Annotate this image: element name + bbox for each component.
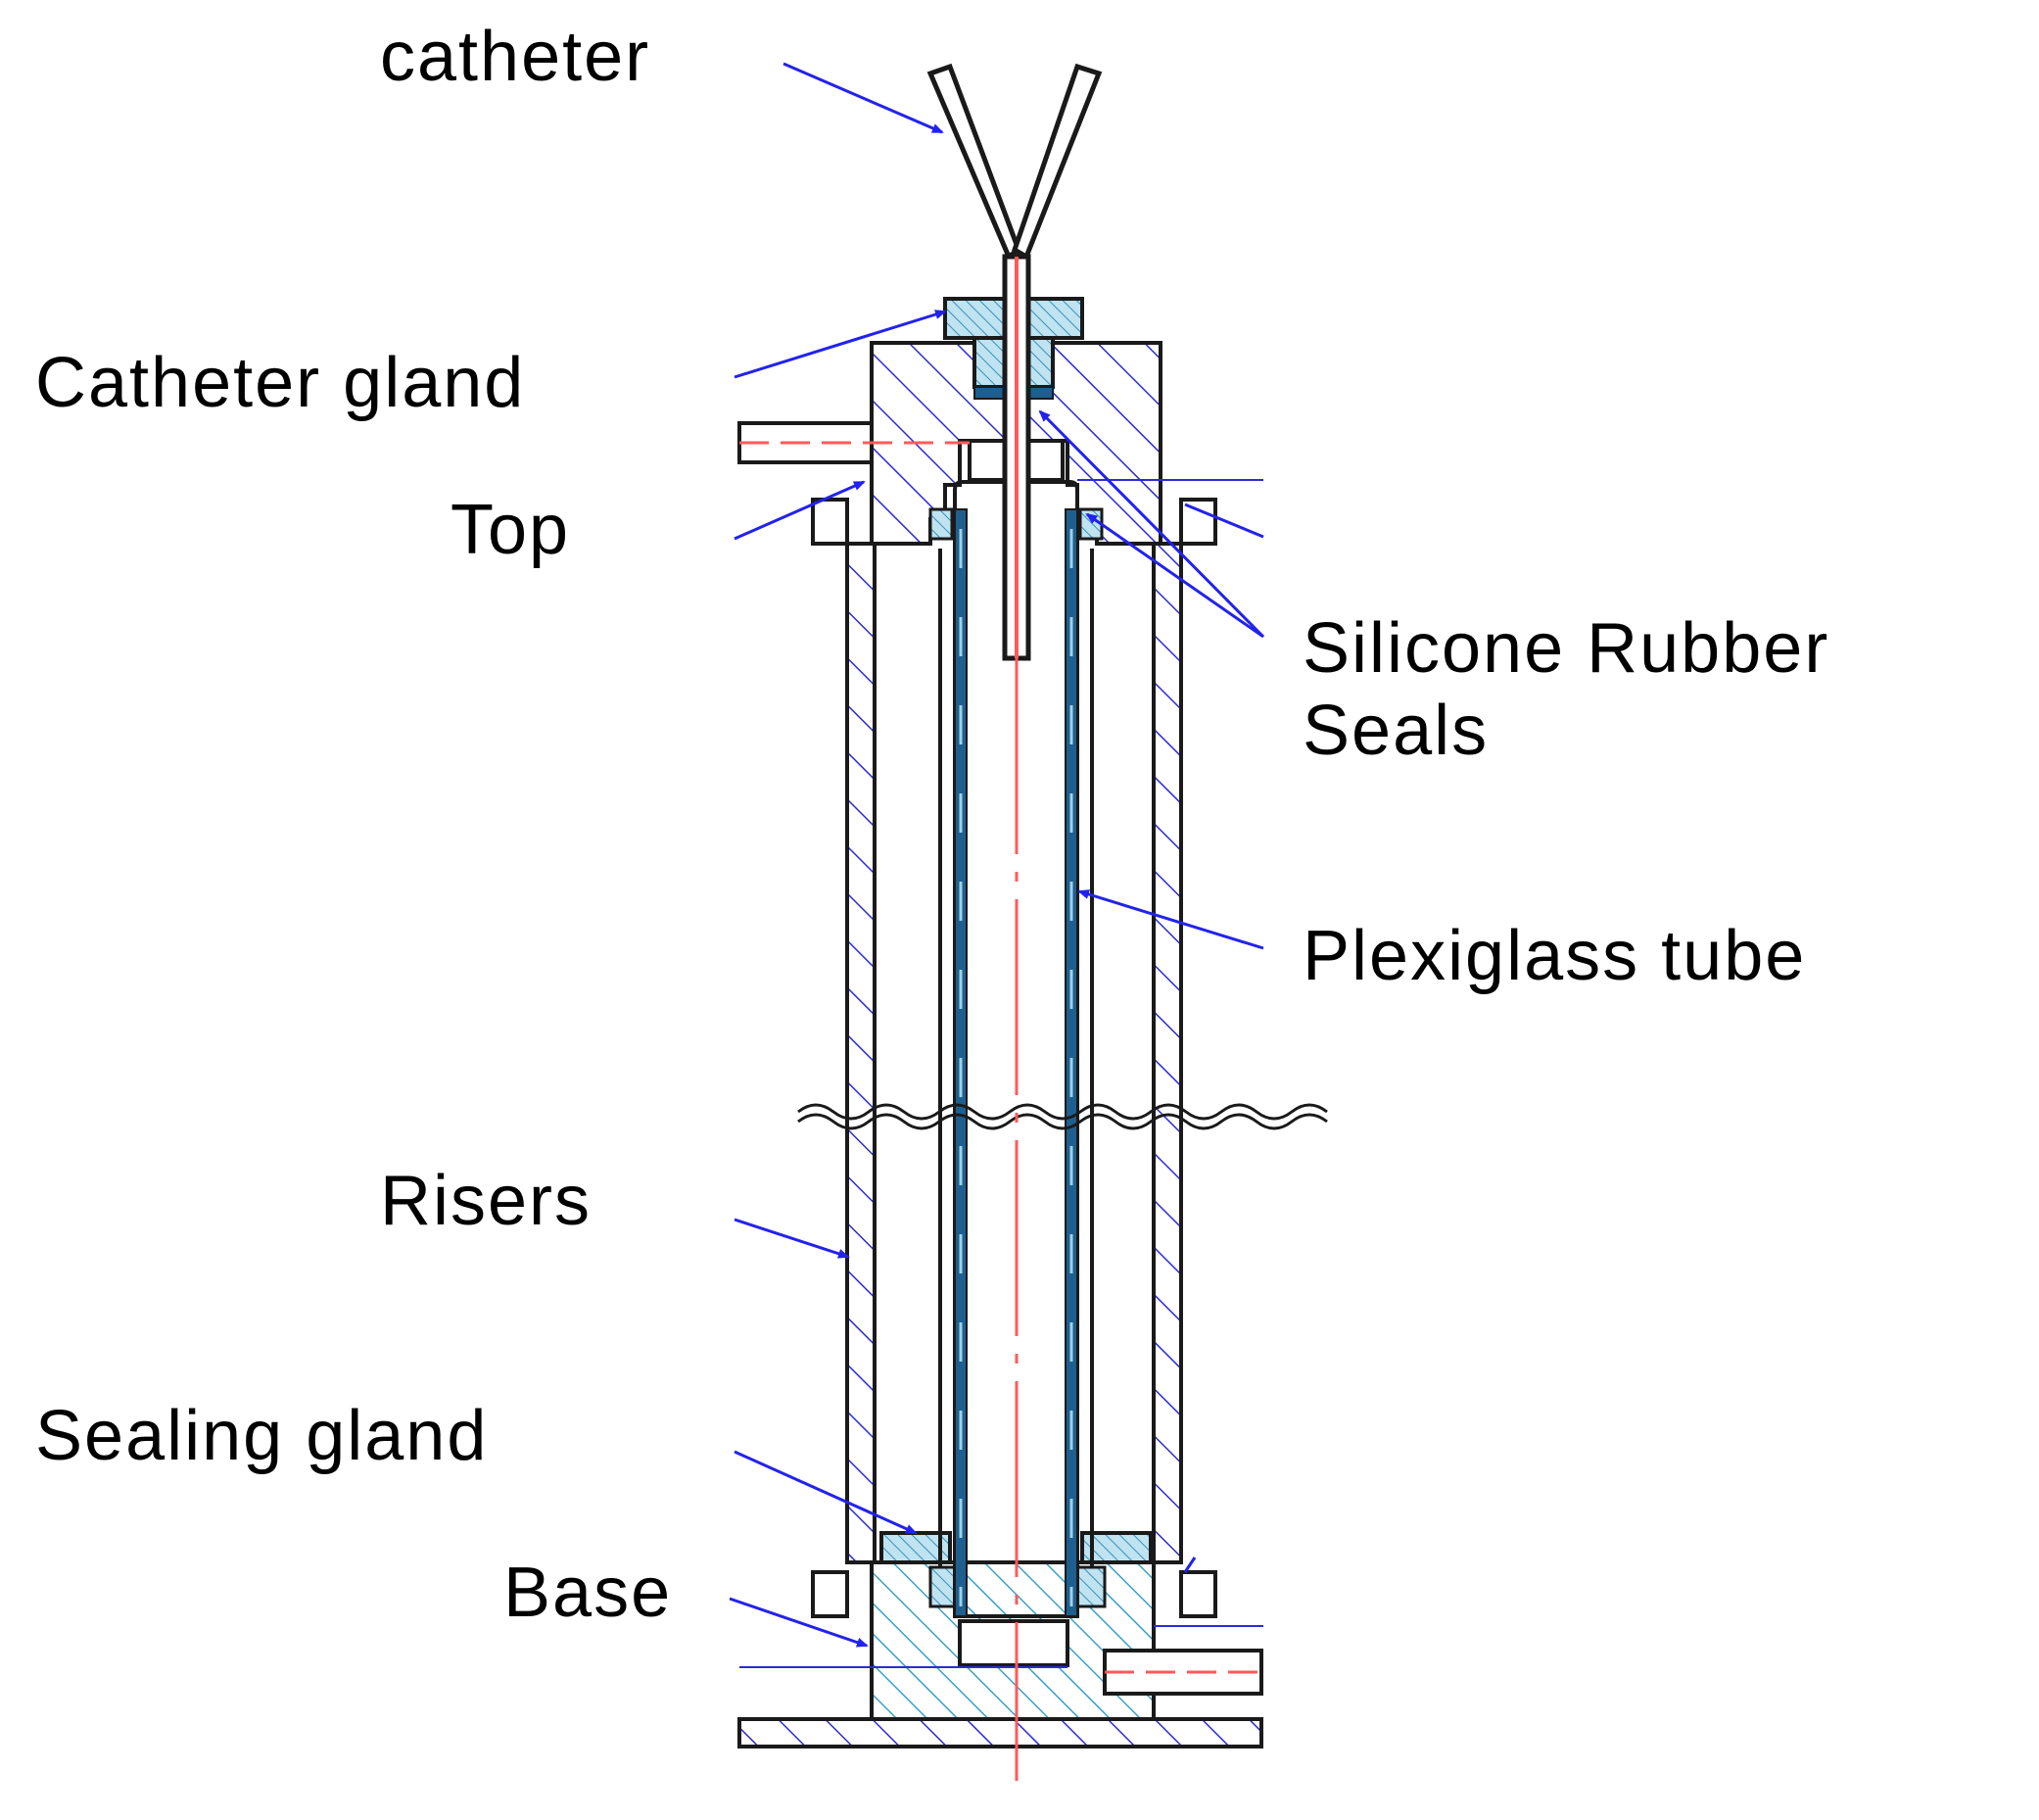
label-silicone-rubber-seals: Silicone Rubber Seals: [1303, 609, 1830, 771]
label-plexiglass-tube: Plexiglass tube: [1303, 917, 1807, 995]
bolts: [811, 498, 1217, 1618]
riser-right: [1152, 542, 1183, 1564]
label-base: Base: [503, 1554, 673, 1632]
leader-lines: [729, 62, 1265, 1648]
riser-left: [845, 542, 877, 1564]
label-catheter: catheter: [380, 18, 651, 96]
break-line: [797, 1103, 1328, 1130]
label-top: Top: [450, 491, 571, 569]
label-risers: Risers: [380, 1162, 593, 1240]
plexiglass-tube: [938, 480, 1094, 1618]
catheter: [926, 63, 1103, 661]
label-catheter-gland: Catheter gland: [35, 344, 526, 422]
label-sealing-gland: Sealing gland: [35, 1397, 489, 1475]
ground-plate: [737, 1717, 1263, 1748]
